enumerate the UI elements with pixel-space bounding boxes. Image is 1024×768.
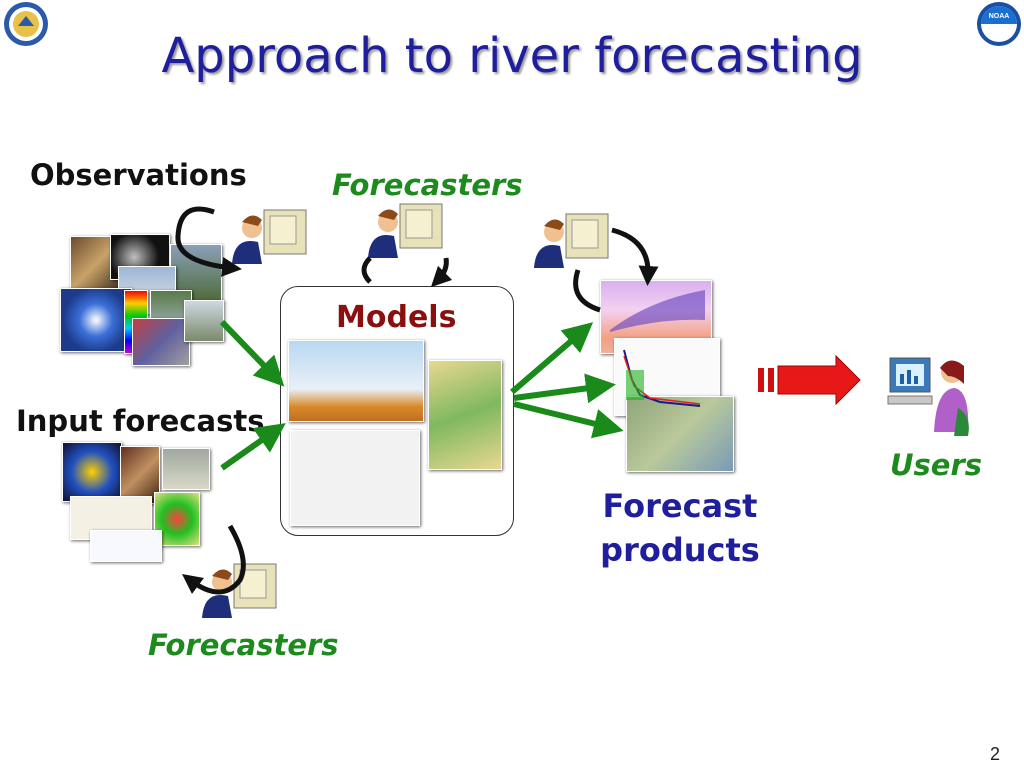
products-loop-top-arrow [611, 227, 659, 286]
observations-collage [60, 230, 230, 370]
hydrograph-lines [623, 349, 701, 407]
obs-to-models-arrow [219, 319, 285, 387]
forecast-products-line1: Forecast [602, 487, 758, 525]
inputs-loop-arrow [181, 524, 246, 595]
forecast-map-product [626, 396, 734, 472]
forecaster-icon-obs [232, 209, 307, 264]
curved-arrows [175, 206, 659, 595]
forecast-map-3 [162, 448, 210, 490]
pressure-map [90, 530, 162, 562]
models-label: Models [336, 300, 457, 335]
user-icon [887, 357, 969, 436]
ice-photo [184, 300, 224, 342]
forecast-map-dark [62, 442, 122, 502]
page-title: Approach to river forecasting [161, 28, 863, 84]
observations-label: Observations [30, 158, 247, 192]
satellite-map [132, 318, 190, 366]
models-to-product1-arrow [510, 322, 594, 395]
users-label: Users [890, 448, 983, 482]
forecast-products-line2: products [600, 531, 760, 569]
forecaster-icon-products [534, 213, 609, 268]
models-to-product2-arrow [513, 373, 616, 404]
models-loop-right-arrow [430, 257, 453, 288]
to-users-arrow [758, 354, 861, 406]
input-forecasts-collage [60, 440, 220, 562]
forecast-products-label: Forecast products [590, 484, 770, 572]
hydrologic-cycle-diagram [288, 340, 424, 422]
models-loop-left-arrow [361, 256, 372, 284]
ensemble-fan [610, 290, 705, 332]
models-to-product3-arrow [513, 401, 624, 439]
products-loop-left-arrow [573, 269, 601, 313]
forecaster-icon-top [368, 203, 443, 258]
forecast-map-2 [120, 446, 160, 504]
forecasters-top-label: Forecasters [332, 168, 523, 202]
model-flowchart [290, 430, 420, 526]
river-basin-map [428, 360, 502, 470]
forecasters-bottom-label: Forecasters [148, 628, 339, 662]
input-forecasts-label: Input forecasts [16, 404, 265, 438]
obs-loop-arrow [175, 206, 242, 277]
forecaster-icon-inputs [202, 563, 277, 618]
flow-arrows [219, 319, 624, 471]
radar-image [60, 288, 132, 352]
inputs-to-models-arrow [220, 423, 286, 471]
page-number: 2 [990, 744, 1001, 764]
